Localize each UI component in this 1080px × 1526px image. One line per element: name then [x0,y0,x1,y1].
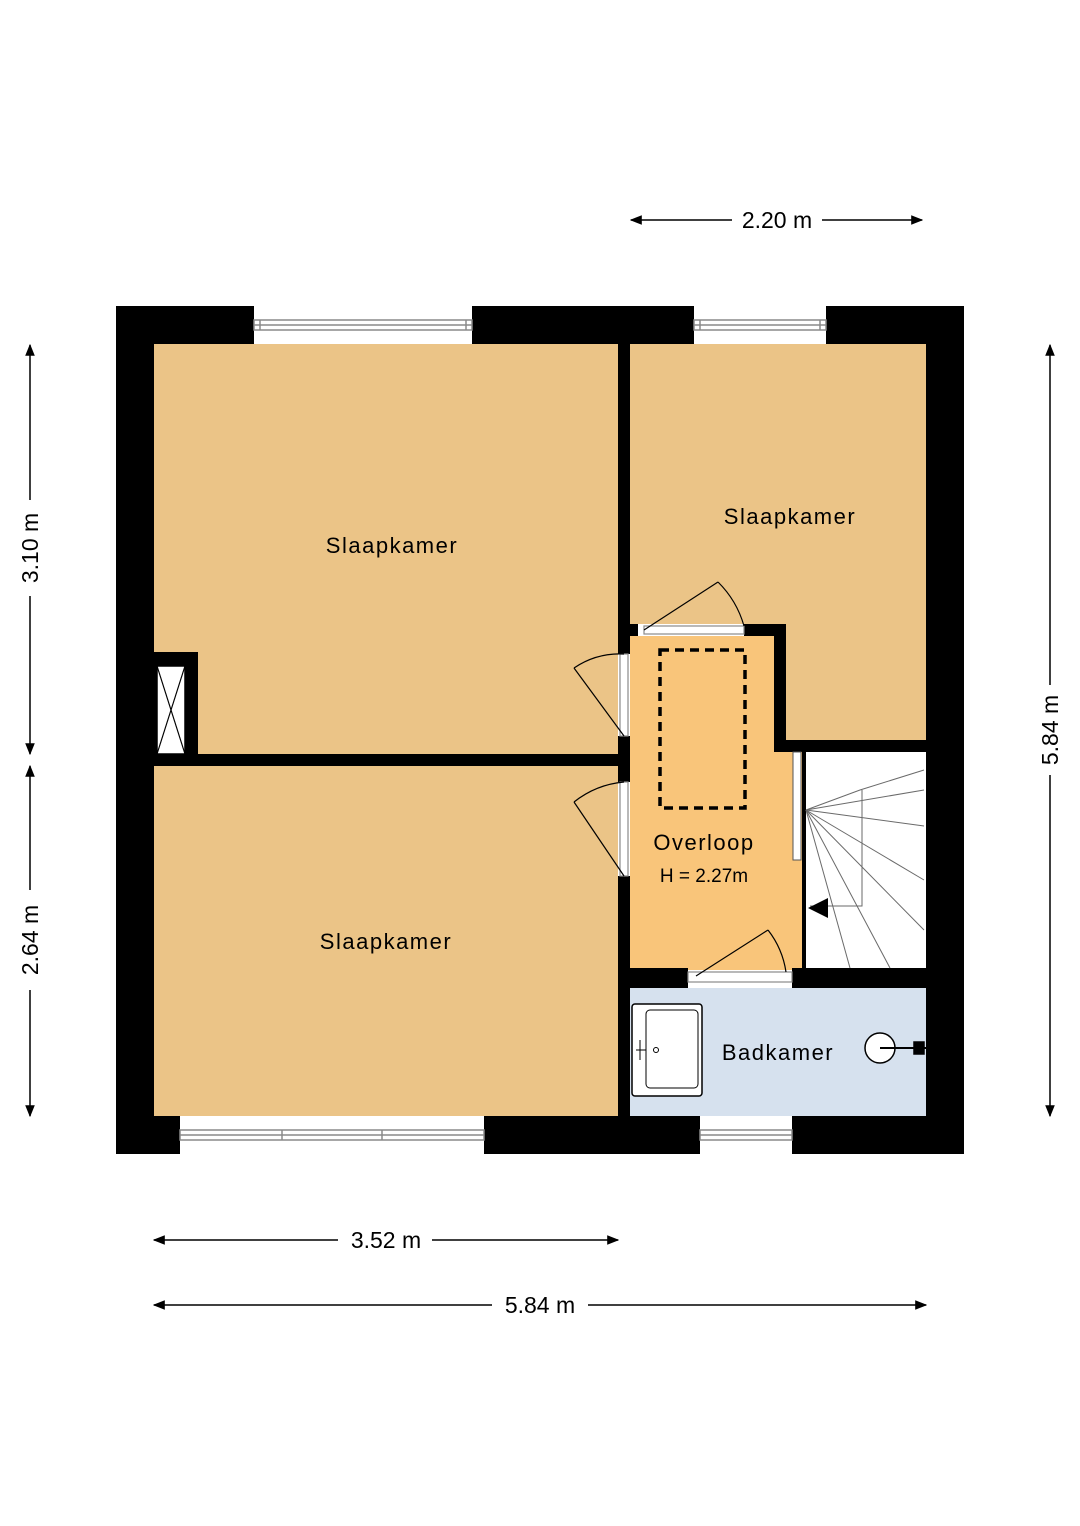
room-label-bathroom: Badkamer [722,1040,834,1065]
door-top-left-bedroom [573,653,629,737]
stair-floor [802,750,926,968]
wall-landing-right-lower [802,750,806,970]
wall-landing-top-a [618,624,638,636]
wall-left [116,306,154,1154]
wall-stair-top [774,740,964,752]
bedroom-bottom-left-floor [154,766,618,1116]
wall-top-2 [472,306,694,344]
door-top-right-bedroom [643,581,745,635]
room-label-landing-height: H = 2.27m [660,866,748,887]
wall-bathroom-top-b [792,968,964,988]
room-label-bedroom-top-left: Slaapkamer [326,533,458,558]
wall-between-bedrooms [154,754,630,766]
room-label-bedroom-bottom-left: Slaapkamer [320,929,452,954]
wall-bottom-2 [484,1116,700,1154]
wall-interior-vertical-1 [618,344,630,654]
windows [179,319,827,1141]
window-top-left [253,319,473,331]
room-fills [154,344,926,1116]
staircase [792,751,925,969]
dim-label-right-height: 5.84 m [1037,695,1063,765]
landing-floor [630,636,802,970]
sink-fixture [631,1003,703,1097]
attic-hatch [658,648,747,810]
room-label-landing: Overloop [653,830,754,855]
dimensions [25,215,1055,1310]
window-top-right [693,319,827,331]
wall-bottom-3 [792,1116,964,1154]
stair-direction-arrow [808,898,828,918]
window-bottom-left [179,1129,485,1141]
bedroom-top-left-floor [154,344,618,754]
dim-label-left-upper-height: 3.10 m [17,513,43,583]
window-bottom-right [699,1129,793,1141]
wall-bathroom-top-a [618,968,688,988]
dim-label-left-lower-height: 2.64 m [17,905,43,975]
wall-landing-right-upper [774,624,786,750]
door-bottom-left-bedroom [573,781,629,877]
wall-bottom-1 [116,1116,180,1154]
room-label-bedroom-top-right: Slaapkamer [724,504,856,529]
dim-label-bottom-total-width: 5.84 m [505,1292,575,1318]
wall-right [926,306,964,1154]
dim-label-bottom-inner-width: 3.52 m [351,1227,421,1253]
wall-interior-vertical-3 [618,876,630,1116]
door-bathroom [687,929,793,983]
walls [116,306,964,1154]
dim-label-top-width: 2.20 m [742,207,812,233]
shower-fixture [864,1032,926,1064]
doors [573,581,793,983]
bedroom-top-right-floor [630,344,926,740]
shaft-void [156,665,186,755]
